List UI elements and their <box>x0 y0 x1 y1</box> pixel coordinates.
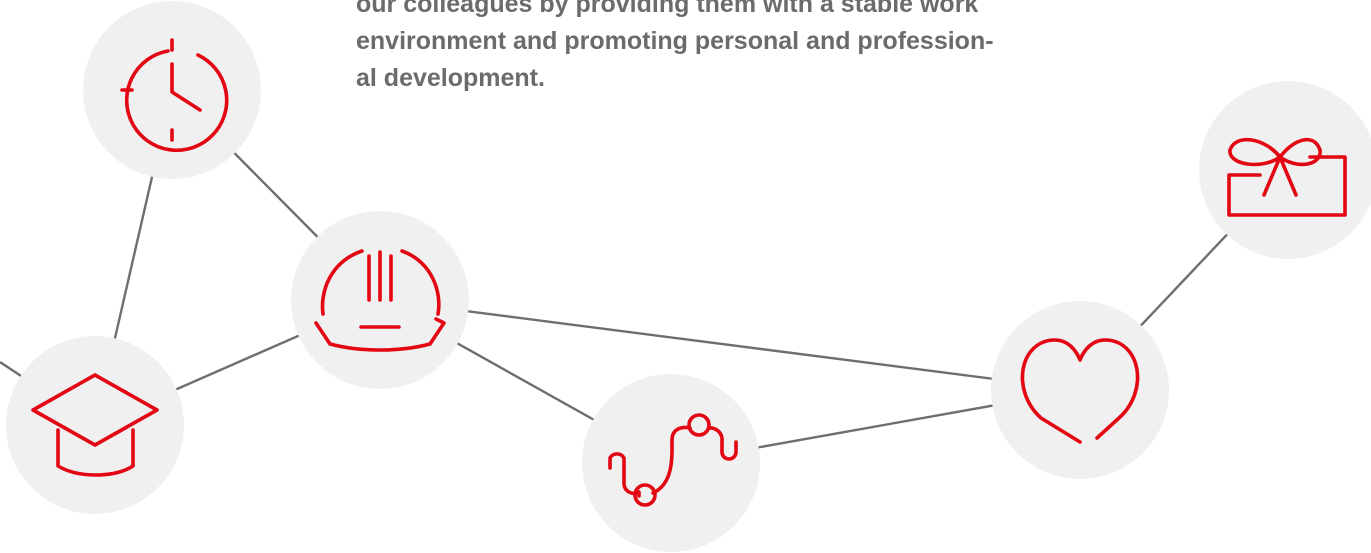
intro-line-2: environment and promoting personal and p… <box>356 27 994 55</box>
heart-icon <box>1020 338 1140 444</box>
connector-hardhat-heart <box>379 298 1081 392</box>
node-heart <box>991 301 1169 479</box>
gift-icon <box>1227 137 1347 217</box>
intro-paragraph: our colleagues by providing them with a … <box>356 0 996 97</box>
graduation-cap-icon <box>31 373 159 477</box>
career-path-icon <box>608 413 738 507</box>
intro-line-1: our colleagues by providing them with a … <box>356 0 979 18</box>
clock-icon <box>120 38 229 152</box>
node-circles <box>6 1 1371 552</box>
intro-line-3: al development. <box>356 64 545 92</box>
node-graduation <box>6 336 184 514</box>
hard-hat-icon <box>314 249 446 352</box>
